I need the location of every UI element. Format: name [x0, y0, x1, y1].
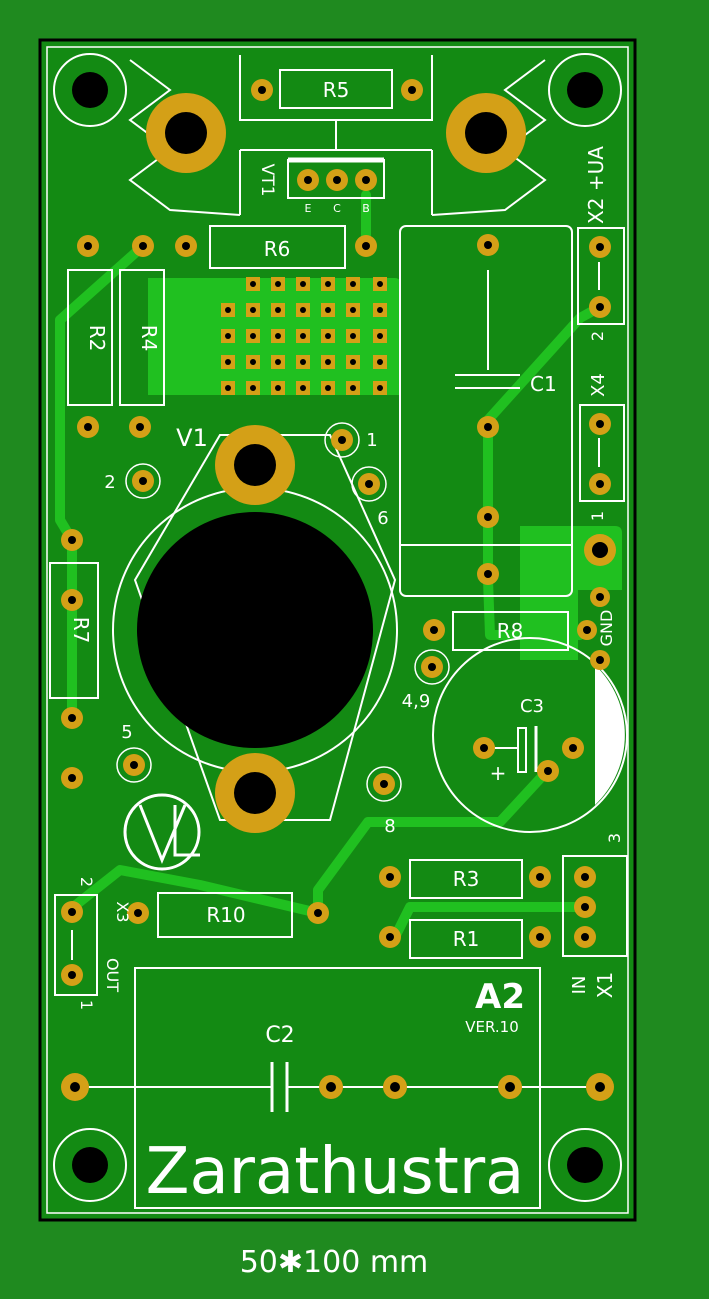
matrix-pad-hole [325, 385, 331, 391]
label-x4: X4 [588, 373, 609, 397]
pads [61, 79, 616, 1101]
matrix-pad-hole [350, 281, 356, 287]
silk-labels: R5 R6 VT1 E C B R2 R4 R7 R8 R3 R1 R10 C1… [69, 78, 624, 1209]
label-tube-pin5: 5 [121, 722, 132, 743]
label-x2: X2 +UA [584, 146, 608, 224]
label-r4: R4 [137, 325, 161, 352]
label-r2: R2 [85, 325, 109, 352]
label-c1: C1 [530, 372, 557, 396]
label-x1: X1 [593, 972, 617, 998]
matrix-pad-hole [325, 281, 331, 287]
label-tube-pin2: 2 [104, 472, 115, 493]
matrix-pad-hole [275, 385, 281, 391]
label-tube-pin1: 1 [366, 430, 377, 451]
mounting-holes [53, 53, 622, 1202]
label-r1: R1 [453, 927, 480, 951]
matrix-pad-hole [300, 359, 306, 365]
matrix-pad-hole [225, 359, 231, 365]
matrix-pad-hole [325, 333, 331, 339]
label-x3-pin1: 1 [77, 1000, 96, 1010]
matrix-pad-hole [250, 307, 256, 313]
label-version: VER.10 [465, 1018, 518, 1036]
tube-socket [137, 93, 526, 833]
label-x4-pin1: 1 [588, 511, 607, 521]
label-in: IN [569, 976, 590, 995]
label-v1: V1 [176, 424, 208, 452]
matrix-pad-hole [350, 333, 356, 339]
label-vt1-b: B [362, 202, 370, 215]
matrix-pad-hole [377, 281, 383, 287]
label-c2: C2 [265, 1023, 294, 1048]
label-x3: X3 [113, 901, 132, 922]
matrix-pad-hole [377, 359, 383, 365]
label-c3: C3 [520, 696, 544, 717]
matrix-pad-hole [250, 385, 256, 391]
label-module: A2 [475, 977, 525, 1017]
matrix-pad-hole [250, 281, 256, 287]
matrix-pad-hole [377, 385, 383, 391]
matrix-pad-hole [377, 333, 383, 339]
size-caption: 50✱100 mm [240, 1245, 429, 1280]
label-vt1-c: C [333, 202, 341, 215]
matrix-pad-hole [350, 385, 356, 391]
label-r10: R10 [206, 903, 245, 927]
label-tube-pin6: 6 [377, 508, 388, 529]
matrix-pad-hole [350, 359, 356, 365]
label-c3-plus: + [490, 761, 507, 785]
label-r8: R8 [497, 619, 524, 643]
matrix-pad-hole [300, 307, 306, 313]
label-x3-pin2: 2 [77, 877, 96, 887]
matrix-pad-hole [325, 359, 331, 365]
matrix-pad-hole [275, 359, 281, 365]
brand-name: Zarathustra [146, 1135, 525, 1209]
label-x2-pin2: 2 [588, 331, 607, 341]
board-silk-outline [46, 46, 629, 1214]
matrix-pad-hole [275, 281, 281, 287]
matrix-pad-hole [300, 385, 306, 391]
silk-outlines [49, 55, 628, 1209]
label-r3: R3 [453, 867, 480, 891]
copper-traces [55, 190, 605, 942]
pad-matrix [221, 277, 387, 395]
matrix-pad-hole [225, 385, 231, 391]
matrix-pad-hole [377, 307, 383, 313]
matrix-pad-hole [300, 333, 306, 339]
matrix-pad-hole [325, 307, 331, 313]
label-tube-pin8: 8 [384, 816, 395, 837]
label-x1-pin3: 3 [605, 833, 624, 843]
label-tube-pin49: 4,9 [402, 691, 431, 712]
label-out: OUT [103, 958, 122, 992]
matrix-pad-hole [275, 307, 281, 313]
matrix-pad-hole [225, 333, 231, 339]
matrix-pad-hole [225, 307, 231, 313]
matrix-pad-hole [250, 333, 256, 339]
label-r5: R5 [323, 78, 350, 102]
matrix-pad-hole [275, 333, 281, 339]
label-r7: R7 [69, 617, 93, 644]
matrix-pad-hole [250, 359, 256, 365]
label-vt1: VT1 [257, 164, 277, 197]
matrix-pad-hole [350, 307, 356, 313]
label-vt1-e: E [305, 202, 312, 215]
label-gnd: GND [597, 610, 616, 647]
matrix-pad-hole [300, 281, 306, 287]
label-r6: R6 [264, 237, 291, 261]
